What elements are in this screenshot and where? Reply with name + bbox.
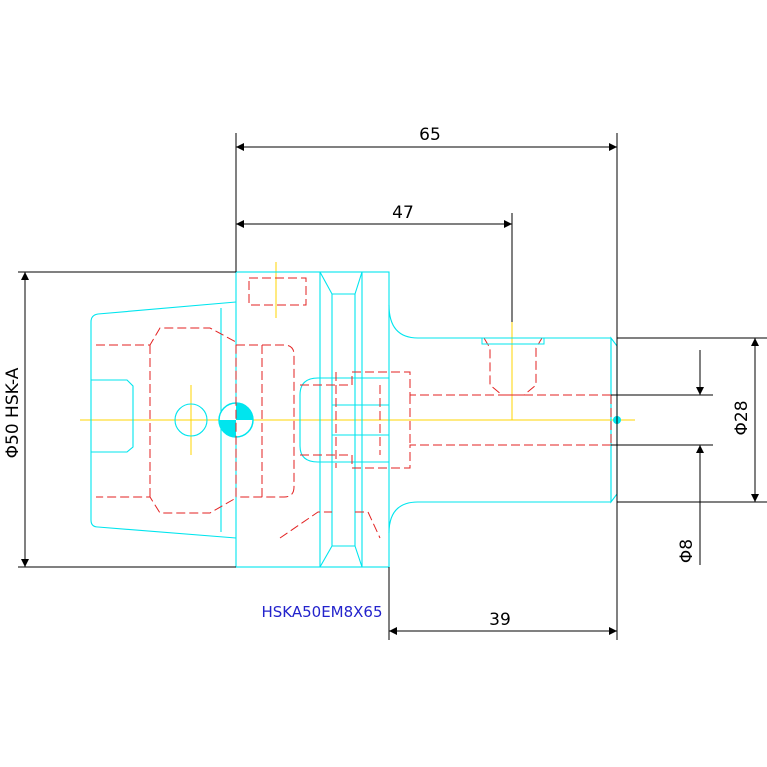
datum-quadrant-upper	[236, 403, 253, 420]
dim-label-65: 65	[419, 125, 441, 145]
hsk-taper-outline	[90, 301, 237, 539]
setscrew-cap	[481, 337, 545, 345]
bore-hidden-upper	[300, 371, 611, 396]
hsk-cavity-outline	[96, 327, 237, 514]
dimension-labels: 65 47 39 Φ50 HSK-A Φ28 Φ8 HSKA50EM8X65	[3, 125, 752, 630]
hidden-lines	[96, 277, 612, 539]
setscrew-cap-rect	[481, 337, 545, 345]
datum-quadrant-lower	[219, 420, 236, 437]
pin-hole	[248, 277, 307, 306]
v-groove-top	[319, 271, 363, 295]
hsk-cross-hole	[174, 403, 208, 437]
shank-upper-edge	[388, 304, 611, 339]
lower-flange-cavity	[279, 511, 332, 539]
centerlines	[80, 262, 635, 455]
dim-label-47: 47	[392, 203, 414, 223]
v-groove-bottom	[319, 545, 363, 568]
lower-groove-cavity	[355, 511, 381, 539]
dimensions	[18, 133, 767, 640]
bore-profile-lower	[299, 420, 389, 463]
model-label: HSKA50EM8X65	[261, 603, 382, 621]
hsk-drive-slot	[91, 379, 134, 453]
dim-label-shank-diameter: Φ28	[732, 400, 752, 435]
shank-lower-edge	[388, 501, 611, 534]
dim-label-39: 39	[489, 610, 511, 630]
hsk-cavity-inner	[236, 344, 295, 498]
bore-hidden-lower	[300, 444, 611, 469]
setscrew-hole	[483, 337, 543, 396]
dim-label-bore-diameter: Φ8	[677, 539, 697, 563]
bore-profile-upper	[299, 377, 389, 420]
dim-label-hsk: Φ50 HSK-A	[3, 367, 23, 458]
tool-holder-outline	[90, 271, 618, 568]
